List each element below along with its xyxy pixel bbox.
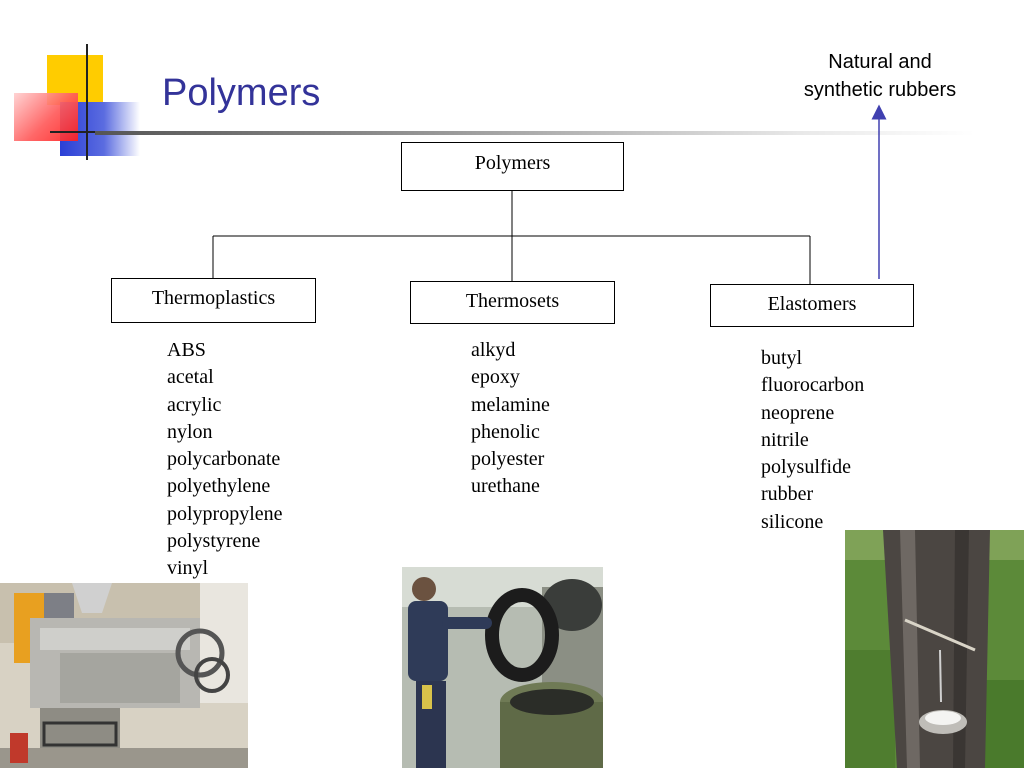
logo-vertical-line (86, 44, 88, 160)
box-thermosets: Thermosets (410, 281, 615, 324)
injection-molding-machine-photo (0, 583, 248, 768)
list-item: polystyrene (167, 530, 261, 553)
title-underline (95, 131, 975, 135)
rubber-tree-tapping-photo (845, 530, 1024, 768)
tire-curing-press-photo (402, 567, 603, 768)
thermosets-list: alkyd epoxy melamine phenolic polyester … (471, 337, 550, 501)
elastomers-list: butyl fluorocarbon neoprene nitrile poly… (761, 345, 864, 536)
thermoplastics-list: ABS acetal acrylic nylon polycarbonate p… (167, 337, 283, 583)
box-elastomers: Elastomers (710, 284, 914, 327)
list-item: melamine (471, 393, 550, 416)
list-item: polycarbonate (167, 448, 281, 471)
list-item: nylon (167, 420, 213, 443)
list-item: silicone (761, 510, 824, 533)
list-item: ABS (167, 339, 206, 361)
list-item: nitrile (761, 428, 809, 451)
box-polymers: Polymers (401, 142, 624, 191)
list-item: urethane (471, 475, 540, 498)
list-item: acrylic (167, 393, 222, 416)
list-item: polyethylene (167, 475, 271, 498)
list-item: rubber (761, 483, 814, 506)
list-item: polysulfide (761, 456, 851, 479)
list-item: acetal (167, 366, 214, 389)
slide-title: Polymers (162, 72, 321, 114)
box-thermoplastics: Thermoplastics (111, 278, 316, 323)
list-item: phenolic (471, 420, 540, 443)
list-item: fluorocarbon (761, 374, 865, 397)
list-item: vinyl (167, 557, 209, 580)
list-item: polypropylene (167, 502, 283, 525)
list-item: polyester (471, 448, 545, 471)
list-item: butyl (761, 347, 803, 369)
logo-red-square (14, 93, 78, 141)
list-item: neoprene (761, 401, 835, 424)
list-item: epoxy (471, 366, 520, 389)
rubbers-note: Natural and synthetic rubbers (803, 51, 957, 101)
list-item: alkyd (471, 339, 516, 361)
